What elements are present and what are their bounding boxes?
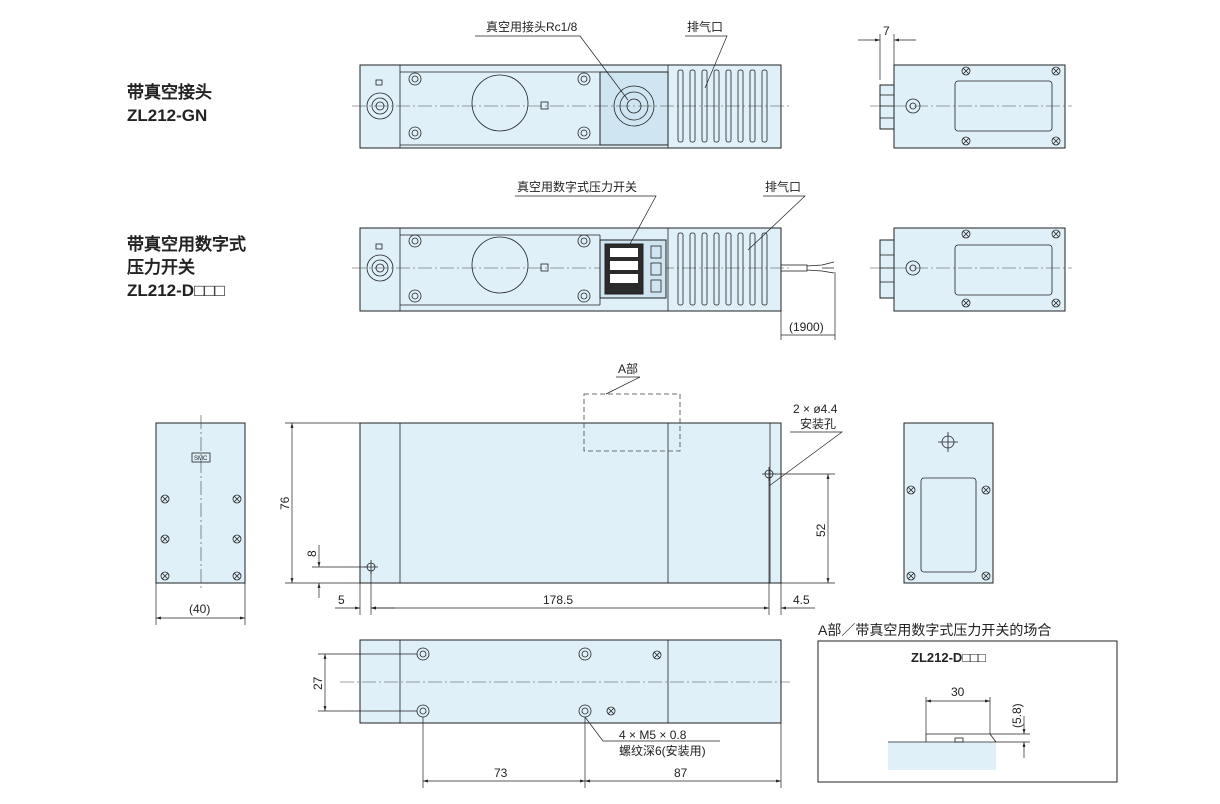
d-top-view: 真空用数字式压力开关 排气口 (1900): [352, 179, 836, 340]
gn-top-view: 真空用接头Rc1/8 排气口: [352, 19, 790, 149]
d-model-label: 带真空用数字式 压力开关 ZL212-D□□□: [127, 234, 246, 300]
gn-label-line1: 带真空接头: [127, 82, 212, 102]
dim-73: 73: [494, 766, 508, 780]
gn-label-line2: ZL212-GN: [127, 106, 207, 125]
detail-heading: A部／带真空用数字式压力开关的场合: [818, 622, 1051, 638]
left-end-view: SMC (40): [155, 415, 246, 625]
dim-52: 52: [814, 523, 828, 537]
cable-length-dim: (1900): [789, 320, 824, 334]
dim-27: 27: [311, 676, 325, 690]
hole-note-1: 2 × ø4.4: [793, 402, 838, 416]
d-label-line3: ZL212-D□□□: [127, 281, 225, 300]
detail-a: A部／带真空用数字式压力开关的场合 ZL212-D□□□ 30 (5.8): [817, 622, 1118, 783]
bottom-view: 27 73 87 4 × M5 × 0.8 螺纹深6(安装用): [311, 639, 790, 788]
dim-5: 5: [338, 593, 345, 607]
pressure-switch: [599, 239, 667, 299]
dim-8: 8: [305, 550, 319, 557]
thread-note-2: 螺纹深6(安装用): [619, 743, 706, 758]
d-switch-label: 真空用数字式压力开关: [517, 179, 637, 194]
smc-logo: SMC: [194, 456, 208, 462]
dim-76: 76: [278, 496, 292, 510]
gn-vacuum-port-label: 真空用接头Rc1/8: [486, 19, 578, 34]
thread-note-1: 4 × M5 × 0.8: [619, 728, 687, 742]
dim-178-5: 178.5: [543, 593, 573, 607]
dim-4-5: 4.5: [793, 593, 810, 607]
gn-model-label: 带真空接头 ZL212-GN: [127, 82, 212, 125]
main-front-view: A部 2 × ø4.4 安装孔 76 8 5 178.5 4.5: [278, 361, 844, 615]
d-exhaust-label: 排气口: [765, 179, 801, 194]
d-label-line2: 压力开关: [127, 257, 195, 277]
gn-side-view: 7: [858, 24, 1072, 149]
detail-dim-5-8: (5.8): [1010, 703, 1024, 728]
gn-side-dim-7: 7: [883, 24, 890, 38]
d-side-view: [870, 227, 1072, 312]
dim-87: 87: [674, 766, 688, 780]
detail-dim-30: 30: [951, 685, 965, 699]
cable: [780, 261, 835, 274]
d-label-line1: 带真空用数字式: [127, 234, 246, 254]
right-end-view: [903, 422, 994, 584]
part-a-label: A部: [618, 361, 638, 376]
d-exhaust-slots: [677, 232, 768, 306]
gn-exhaust-label: 排气口: [687, 19, 723, 34]
gn-exhaust-slots: [677, 69, 768, 143]
hole-note-2: 安装孔: [800, 416, 836, 431]
detail-model: ZL212-D□□□: [911, 650, 986, 665]
dim-40: (40): [189, 602, 210, 616]
